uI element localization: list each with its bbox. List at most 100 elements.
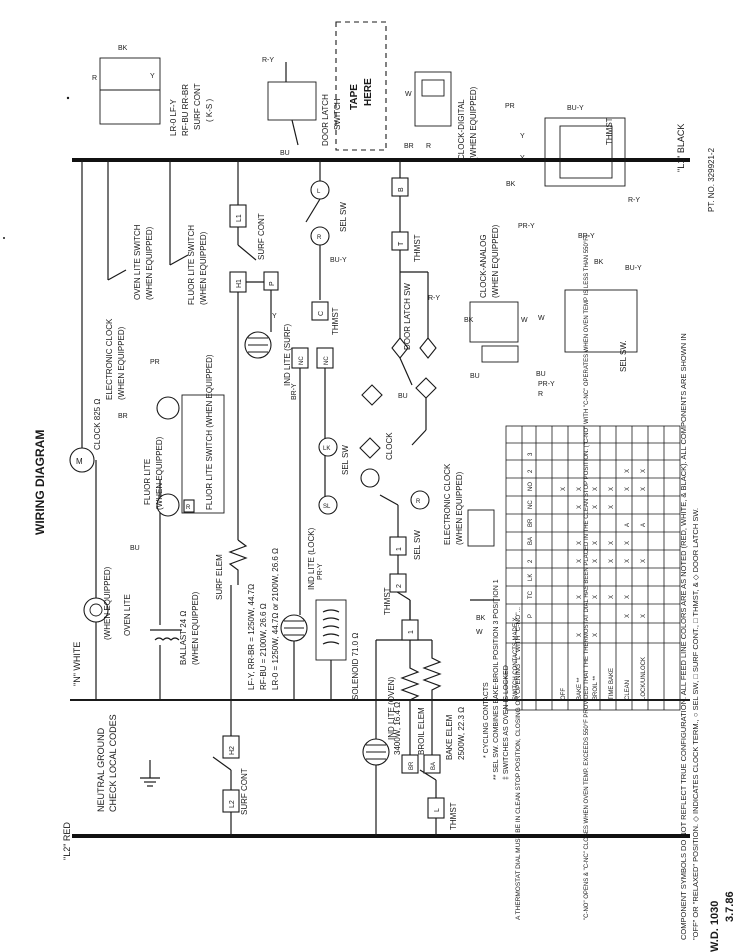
table-terminal-cell: 3: [528, 452, 534, 456]
thermostat-detail: [544, 117, 626, 187]
terminal-t: [391, 231, 409, 251]
svg-text:B: B: [398, 187, 405, 192]
elem-line-1: LF-Y, RR-BR = 1250W, 44.7Ω: [247, 584, 256, 690]
electronic-clock-note-2: (WHEN EQUIPPED): [117, 326, 126, 400]
fluor-lite-frame: [181, 394, 225, 514]
svg-text:BR-Y: BR-Y: [578, 233, 595, 240]
fluor-lite-switch-when: (WHEN EQUIPPED): [199, 231, 208, 305]
table-cell: X: [625, 487, 631, 491]
table-cell: X: [641, 614, 647, 618]
oven-lite-switch-contact: [107, 269, 127, 281]
fluor-lite-when: (WHEN EQUIPPED): [155, 436, 164, 510]
sel-sw-label-1: SEL SW: [341, 445, 350, 475]
svg-text:LK: LK: [323, 446, 330, 452]
door-latch-terminal-2: [419, 337, 437, 359]
part-number: PT. NO. 329921-2: [707, 147, 716, 212]
bake-elem-label: BAKE ELEM: [445, 714, 454, 760]
fluor-lite-switch-label: FLUOR LITE SWITCH: [187, 225, 196, 305]
note-2: ** SEL SW. COMBINES BAKE-BROIL POSITION …: [493, 579, 500, 780]
svg-text:L1: L1: [236, 214, 243, 222]
svg-text:W: W: [538, 315, 545, 322]
clock-digital-when: (WHEN EQUIPPED): [469, 86, 478, 160]
footer-line-2: "OFF" OR "RELAXED" POSITION. ◇ INDICATES…: [691, 508, 700, 940]
thmst-label-2: THMST: [383, 587, 392, 615]
ground-note-2: CHECK LOCAL CODES: [108, 714, 118, 812]
ground-note-1: NEUTRAL GROUND: [96, 727, 106, 812]
ballast-coil: [150, 629, 182, 641]
surf-cont-block-3: SURF CONT: [193, 83, 202, 130]
svg-text:R: R: [317, 235, 322, 241]
sel-sw-terminal-r: [410, 490, 430, 510]
table-terminal-cell: TC: [528, 590, 534, 599]
l1-bus-label: "L1" BLACK: [676, 124, 686, 172]
ground-symbol: [140, 760, 160, 787]
table-terminal-cell: NC: [528, 500, 534, 509]
table-cell: X: [593, 487, 599, 491]
table-cells: SWITCH CONTACTS MADE XPTCLK2BABRNCNO23OF…: [513, 452, 647, 700]
broil-elem-value: 3400W, 16.4 Ω: [393, 702, 402, 755]
surf-cont-block-2: RF-BU RR-BR: [181, 84, 190, 136]
wire-bu: BU: [130, 545, 140, 552]
svg-text:SL: SL: [323, 504, 331, 510]
terminal-nc-2: [316, 347, 334, 369]
door-latch-sw-label: DOOR LATCH SW: [403, 283, 412, 350]
terminal-r-fluor: [183, 499, 195, 513]
terminal-l-thmst: [427, 797, 445, 819]
svg-text:R: R: [426, 143, 431, 150]
wire-pr: PR: [150, 359, 160, 366]
svg-text:BK: BK: [118, 45, 128, 52]
table-cell: X: [609, 487, 615, 491]
svg-text:Y: Y: [272, 313, 277, 320]
table-terminal-cell: 2: [528, 559, 534, 563]
svg-text:BK: BK: [594, 259, 604, 266]
svg-text:Y: Y: [150, 73, 155, 80]
fluor-lite-starter: [156, 396, 180, 420]
tape-here-1: TAPE: [349, 84, 360, 110]
svg-text:H1: H1: [236, 279, 243, 288]
note-5: "C-NO" OPENS & "C-NC" CLOSES WHEN OVEN T…: [584, 235, 590, 920]
table-terminal-cell: NO: [528, 482, 534, 491]
table-cell: X: [577, 541, 583, 545]
clock-digital-label: CLOCK-DIGITAL: [457, 99, 466, 160]
svg-text:R-Y: R-Y: [628, 197, 640, 204]
oven-lite-switch-when: (WHEN EQUIPPED): [145, 226, 154, 300]
table-mode-label: BROIL **: [593, 675, 599, 700]
terminal-c: [311, 301, 329, 321]
thmst-label-c: THMST: [331, 307, 340, 335]
svg-text:L: L: [317, 189, 321, 195]
svg-text:R: R: [538, 391, 543, 398]
table-mode-label: CLEAN: [625, 680, 631, 700]
door-latch-switch-label-1: DOOR LATCH: [321, 94, 330, 146]
sel-sw-lk-terminal: [318, 437, 338, 457]
surf-cont-l1-label: SURF CONT: [257, 213, 266, 260]
svg-text:L: L: [434, 808, 441, 812]
svg-text:NC: NC: [299, 356, 305, 365]
solenoid-coil: [322, 609, 340, 645]
clock-analog-detail: [469, 301, 519, 343]
fluor-lite-label: FLUOR LITE: [143, 459, 152, 505]
table-mode-label: BAKE **: [577, 677, 583, 700]
terminal-l2-label: L2: [229, 800, 236, 808]
broil-element: [400, 640, 420, 755]
surf-cont-l2-label: SURF CONT: [240, 768, 249, 815]
table-cell: X: [641, 559, 647, 563]
terminal-2-thmst: [389, 573, 407, 593]
surf-cont-l2-contact: [212, 756, 232, 771]
tape-here-2: HERE: [363, 78, 374, 106]
wire-r-y: R-Y: [428, 295, 440, 302]
svg-text:Y: Y: [520, 155, 525, 162]
sel-sw-label-top: SEL SW: [339, 202, 348, 232]
table-cell: A: [625, 523, 631, 527]
oven-lite-label: OVEN LITE: [123, 594, 132, 636]
table-header-contacts: SWITCH CONTACTS MADE X: [513, 617, 519, 700]
svg-text:NC: NC: [324, 356, 330, 365]
svg-text:W: W: [521, 317, 528, 324]
elem-line-2: RF-BU = 2100W, 26.6 Ω: [259, 603, 268, 690]
svg-text:W: W: [476, 629, 483, 636]
door-latch-switch-label-2: SWITCH: [333, 98, 342, 130]
table-cell: X: [593, 505, 599, 509]
svg-text:BU: BU: [470, 373, 480, 380]
solenoid-frame: [315, 599, 347, 661]
table-cell: X: [625, 541, 631, 545]
table-cell: X: [609, 595, 615, 599]
